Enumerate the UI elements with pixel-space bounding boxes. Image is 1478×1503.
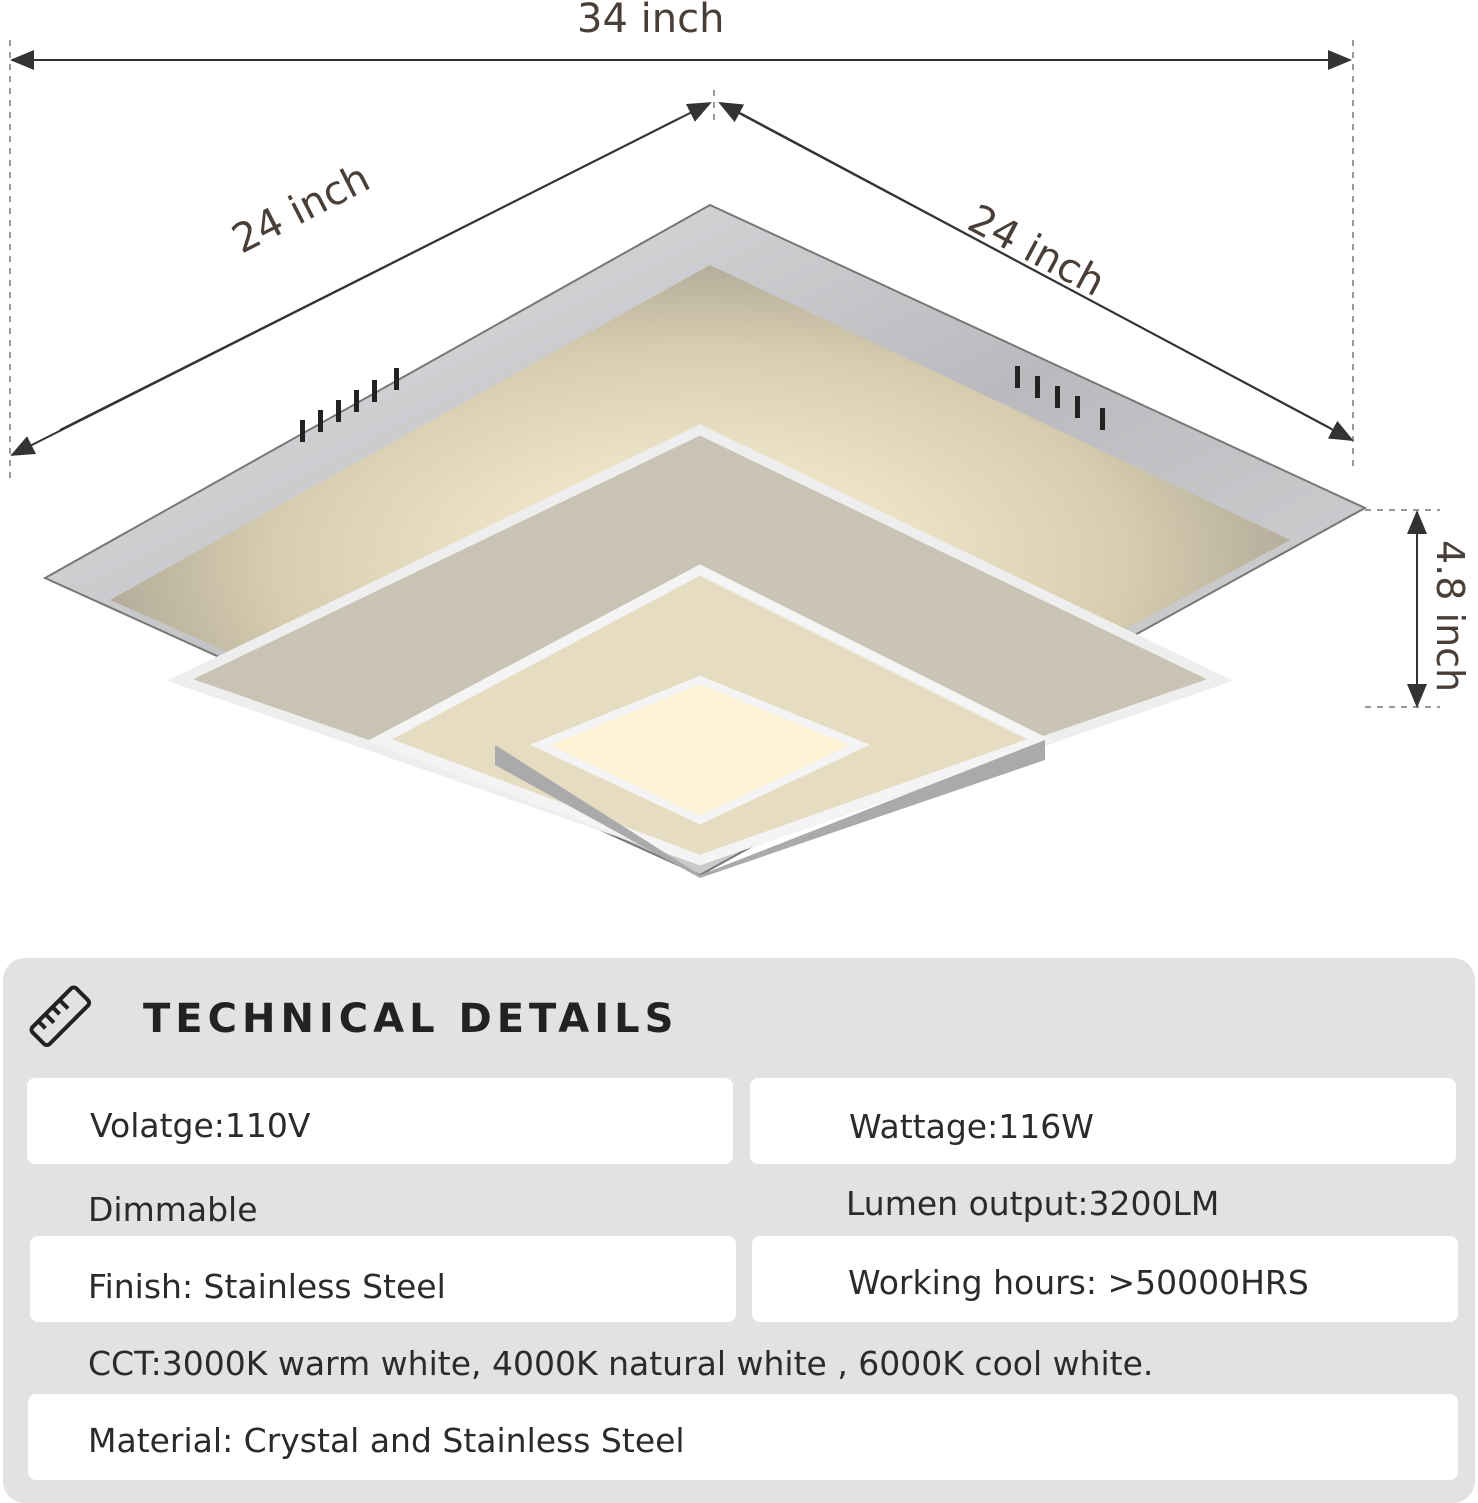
spec-cct: CCT:3000K warm white, 4000K natural whit…: [88, 1344, 1154, 1383]
extension-lines: [9, 40, 1440, 708]
spec-working-hours: Working hours: >50000HRS: [848, 1263, 1309, 1302]
spec-dimmable: Dimmable: [88, 1190, 258, 1229]
spec-box-wattage: [750, 1078, 1456, 1164]
section-title: TECHNICAL DETAILS: [143, 996, 679, 1042]
spec-material: Material: Crystal and Stainless Steel: [88, 1421, 685, 1460]
spec-box-working-hours: [752, 1236, 1458, 1322]
ruler-icon: [29, 985, 92, 1048]
spec-lumen: Lumen output:3200LM: [846, 1184, 1220, 1223]
spec-box-material: [28, 1394, 1458, 1480]
chandelier-image: [42, 203, 1368, 878]
height-label: 4.8 inch: [1428, 540, 1472, 693]
spec-voltage: Volatge:110V: [90, 1106, 311, 1145]
dimension-diagram: [9, 40, 1440, 878]
spec-wattage: Wattage:116W: [849, 1107, 1094, 1146]
spec-finish: Finish: Stainless Steel: [88, 1267, 446, 1306]
dimension-arrows: [10, 50, 1427, 708]
spec-box-voltage: [27, 1078, 733, 1164]
spec-box-finish: [30, 1236, 736, 1322]
width-label: 34 inch: [577, 0, 725, 42]
